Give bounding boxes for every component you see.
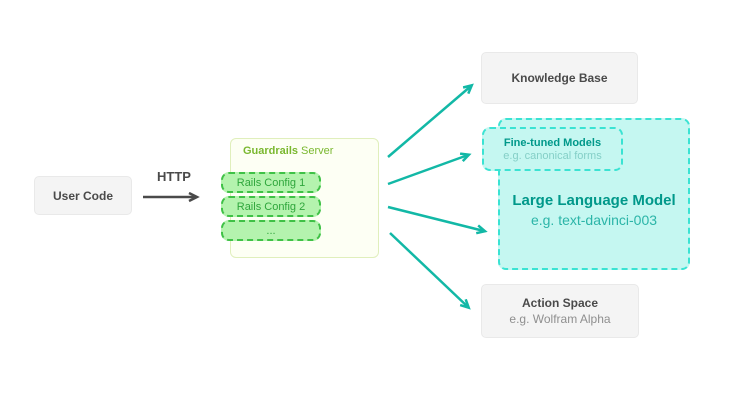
rails-config-ellipsis-node: ...: [221, 220, 321, 241]
action-space-node: Action Space e.g. Wolfram Alpha: [481, 284, 639, 338]
knowledge-base-label: Knowledge Base: [511, 71, 608, 85]
guardrails-server-title-regular: Server: [301, 145, 334, 157]
action-space-title: Action Space: [521, 296, 599, 310]
rails-config-2-label: Rails Config 2: [236, 200, 306, 213]
rails-config-2-node: Rails Config 2: [221, 196, 321, 217]
large-language-model-title: Large Language Model: [512, 192, 676, 209]
rails-config-1-node: Rails Config 1: [221, 172, 321, 193]
action-space-subtitle: e.g. Wolfram Alpha: [509, 312, 611, 326]
knowledge-base-node: Knowledge Base: [481, 52, 638, 104]
http-arrow-label: HTTP: [157, 169, 191, 184]
guardrails-server-title-bold: Guardrails: [243, 145, 299, 157]
arrow-server-to-knowledge-base: [387, 86, 471, 158]
large-language-model-text: Large Language Model e.g. text-davinci-0…: [500, 192, 688, 228]
user-code-label: User Code: [52, 188, 114, 203]
rails-config-1-label: Rails Config 1: [236, 176, 306, 189]
arrow-server-to-fine-tuned-models: [387, 155, 468, 186]
arrow-server-to-llm: [387, 205, 484, 231]
rails-config-ellipsis-label: ...: [266, 224, 276, 237]
fine-tuned-models-subtitle: e.g. canonical forms: [503, 149, 602, 162]
arrow-server-to-action-space: [389, 232, 468, 307]
large-language-model-subtitle: e.g. text-davinci-003: [530, 212, 658, 228]
user-code-node: User Code: [34, 176, 132, 215]
fine-tuned-models-node: Fine-tuned Models e.g. canonical forms: [482, 127, 623, 171]
fine-tuned-models-title: Fine-tuned Models: [503, 136, 602, 149]
